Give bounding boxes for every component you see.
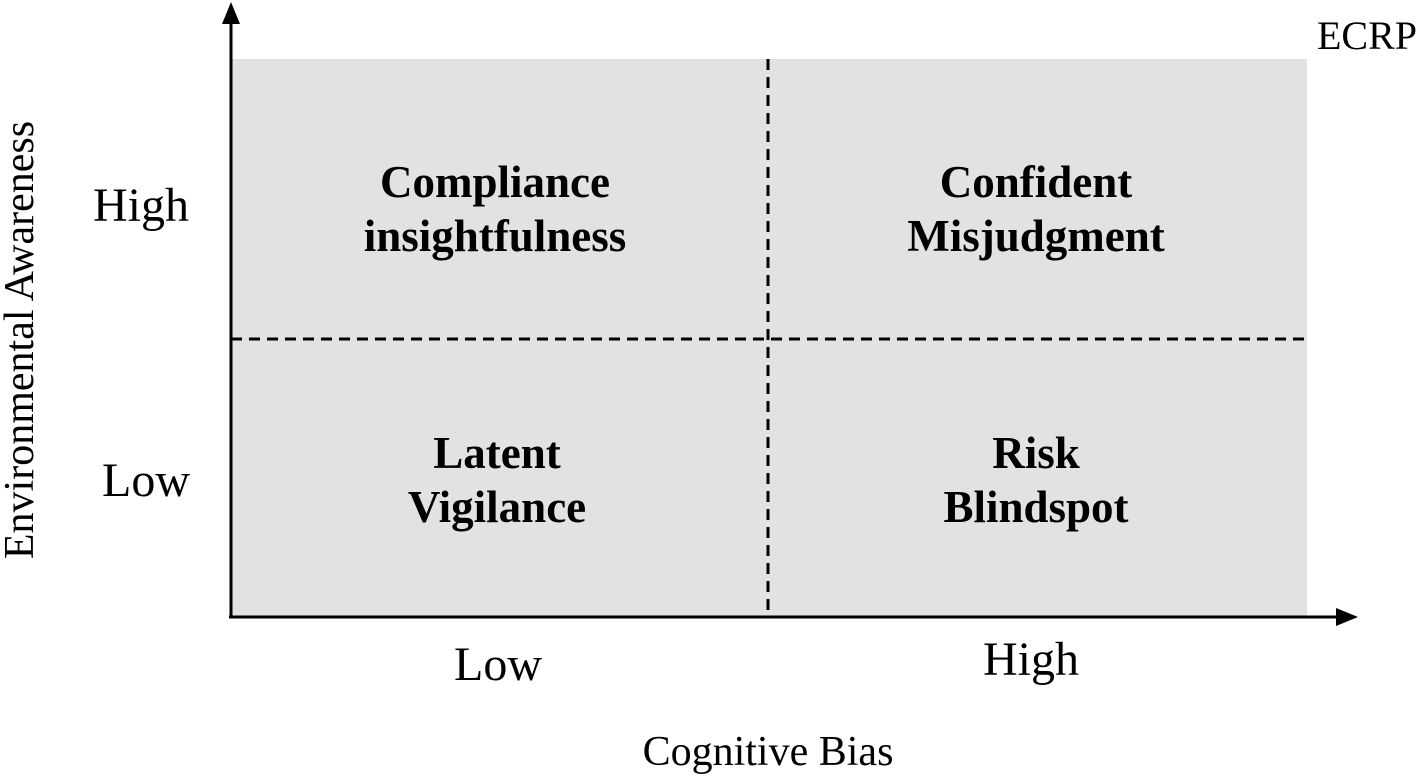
quadrant-top-right-line-2: Misjudgment xyxy=(907,211,1165,261)
y-axis-title: Environmental Awareness xyxy=(0,120,43,560)
x-tick-high: High xyxy=(983,633,1079,686)
quadrant-bottom-left-line-1: Latent xyxy=(433,428,561,478)
quadrant-top-right-line-1: Confident xyxy=(939,157,1133,207)
quadrant-bottom-right: Risk Blindspot xyxy=(943,426,1128,534)
x-tick-low: Low xyxy=(454,638,542,691)
x-axis-title: Cognitive Bias xyxy=(642,729,894,775)
quadrant-bottom-right-line-1: Risk xyxy=(992,428,1080,478)
corner-label: ECRP xyxy=(1316,13,1417,58)
quadrant-top-left-line-2: insightfulness xyxy=(363,211,627,261)
quadrant-bottom-left: Latent Vigilance xyxy=(408,426,586,534)
y-tick-low: Low xyxy=(102,454,190,507)
quadrant-bottom-left-line-2: Vigilance xyxy=(407,482,587,532)
quadrant-top-right: Confident Misjudgment xyxy=(907,155,1165,263)
y-axis-arrowhead xyxy=(222,2,240,24)
quadrant-top-left: Compliance insightfulness xyxy=(364,155,627,263)
x-axis-arrowhead xyxy=(1336,608,1358,626)
quadrant-bottom-right-line-2: Blindspot xyxy=(943,482,1129,532)
y-tick-high: High xyxy=(93,179,189,232)
quadrant-top-left-line-1: Compliance xyxy=(379,157,610,207)
